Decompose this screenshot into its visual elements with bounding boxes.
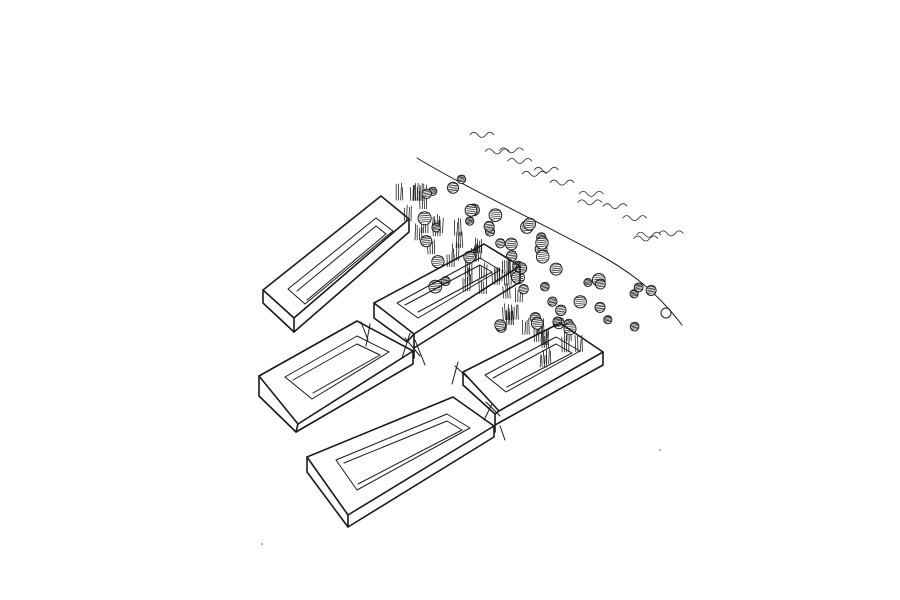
block-3 bbox=[258, 320, 414, 433]
wave-stroke bbox=[484, 148, 510, 155]
tree bbox=[417, 211, 432, 226]
tree bbox=[431, 255, 445, 269]
wave-stroke bbox=[636, 231, 662, 238]
tree bbox=[488, 208, 503, 222]
water-waves bbox=[469, 131, 684, 242]
wave-stroke bbox=[533, 166, 559, 173]
grass-tuft bbox=[522, 317, 530, 335]
tree bbox=[431, 222, 441, 233]
tree bbox=[447, 181, 459, 194]
tree bbox=[504, 237, 518, 251]
wave-stroke bbox=[549, 179, 575, 186]
wave-stroke bbox=[658, 230, 684, 237]
wave-stroke bbox=[469, 131, 495, 138]
tree bbox=[603, 315, 613, 325]
grass-tuft bbox=[410, 183, 419, 201]
wave-stroke bbox=[578, 190, 604, 197]
grass-tuft bbox=[539, 353, 548, 368]
tree bbox=[594, 301, 606, 313]
tree bbox=[465, 216, 475, 226]
tree bbox=[495, 238, 506, 249]
tree bbox=[523, 217, 536, 231]
tree bbox=[633, 282, 644, 293]
grass-tuft bbox=[506, 306, 514, 325]
grass-tuft bbox=[454, 217, 462, 236]
tree bbox=[483, 220, 495, 232]
connector-marks bbox=[401, 332, 506, 441]
block-4 bbox=[462, 322, 604, 433]
grass-tuft bbox=[479, 262, 488, 279]
wave-stroke bbox=[622, 215, 648, 222]
tree bbox=[506, 250, 518, 262]
block-2 bbox=[373, 243, 521, 359]
tree bbox=[456, 174, 467, 185]
end-marker bbox=[660, 307, 672, 319]
tree bbox=[535, 249, 550, 264]
wave-stroke bbox=[521, 170, 547, 177]
grass-tuft bbox=[511, 304, 519, 320]
tree bbox=[518, 284, 529, 295]
tree bbox=[583, 278, 593, 287]
tree bbox=[555, 304, 567, 316]
grass-tuft bbox=[446, 252, 455, 267]
tree bbox=[464, 203, 478, 217]
wave-stroke bbox=[602, 203, 628, 210]
tree bbox=[420, 235, 433, 248]
tree bbox=[540, 281, 550, 292]
tree bbox=[595, 278, 606, 290]
wave-stroke bbox=[507, 158, 533, 164]
tree bbox=[463, 250, 476, 264]
tree bbox=[547, 296, 558, 307]
tree bbox=[645, 285, 657, 296]
grass-tuft bbox=[395, 182, 404, 201]
grass-tuft bbox=[413, 183, 421, 201]
block-1 bbox=[262, 195, 410, 333]
tree bbox=[629, 321, 640, 332]
grass-tuft bbox=[541, 330, 550, 349]
wave-stroke bbox=[577, 199, 603, 206]
tree bbox=[515, 262, 528, 275]
tree bbox=[629, 289, 639, 299]
tree bbox=[549, 262, 563, 276]
wave-stroke bbox=[633, 235, 659, 242]
tree-cluster bbox=[417, 174, 657, 336]
tree bbox=[421, 188, 432, 200]
tree bbox=[535, 236, 549, 250]
tree bbox=[573, 295, 587, 309]
tree bbox=[494, 319, 507, 332]
grass-tuft bbox=[502, 260, 510, 274]
wave-stroke bbox=[499, 147, 524, 154]
block-5 bbox=[306, 396, 495, 528]
tree bbox=[530, 317, 544, 330]
stray-marks bbox=[261, 449, 661, 545]
